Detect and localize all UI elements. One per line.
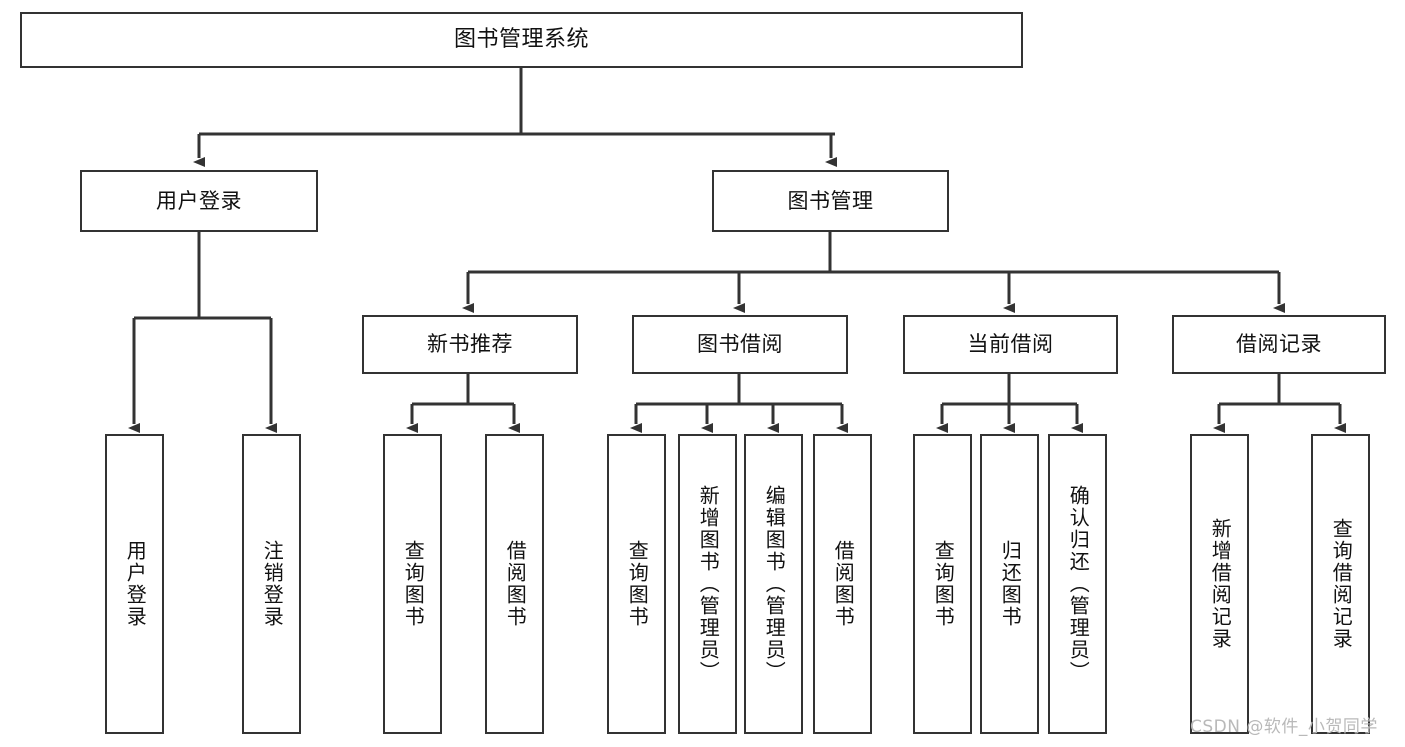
leaf-borrow-book-2-label: 借阅图书 — [831, 540, 856, 628]
leaf-confirm-return-label: 确认归还（管理员） — [1066, 485, 1091, 683]
leaf-borrow-book-1-label: 借阅图书 — [503, 540, 528, 628]
node-borrow-record[interactable]: 借阅记录 — [1172, 315, 1386, 374]
leaf-query-record-label: 查询借阅记录 — [1329, 518, 1354, 650]
leaf-add-record-label: 新增借阅记录 — [1208, 518, 1233, 650]
node-root-label: 图书管理系统 — [453, 27, 589, 53]
leaf-query-book-1-label: 查询图书 — [401, 540, 426, 628]
leaf-add-book-label: 新增图书（管理员） — [696, 485, 721, 683]
node-book-manage[interactable]: 图书管理 — [712, 170, 949, 232]
node-new-book-recommend-label: 新书推荐 — [427, 332, 513, 357]
node-book-borrow[interactable]: 图书借阅 — [632, 315, 848, 374]
leaf-query-book-2[interactable]: 查询图书 — [607, 434, 666, 734]
node-root[interactable]: 图书管理系统 — [20, 12, 1023, 68]
leaf-query-book-3[interactable]: 查询图书 — [913, 434, 972, 734]
node-new-book-recommend[interactable]: 新书推荐 — [362, 315, 578, 374]
leaf-edit-book-label: 编辑图书（管理员） — [762, 485, 787, 683]
node-user-login-label: 用户登录 — [156, 188, 242, 213]
leaf-logout-login[interactable]: 注销登录 — [242, 434, 301, 734]
leaf-query-record[interactable]: 查询借阅记录 — [1311, 434, 1370, 734]
node-book-borrow-label: 图书借阅 — [697, 332, 783, 357]
leaf-logout-login-label: 注销登录 — [260, 540, 285, 628]
leaf-user-login[interactable]: 用户登录 — [105, 434, 164, 734]
leaf-edit-book[interactable]: 编辑图书（管理员） — [744, 434, 803, 734]
leaf-borrow-book-2[interactable]: 借阅图书 — [813, 434, 872, 734]
leaf-return-book[interactable]: 归还图书 — [980, 434, 1039, 734]
node-current-borrow-label: 当前借阅 — [967, 332, 1054, 357]
node-current-borrow[interactable]: 当前借阅 — [903, 315, 1118, 374]
leaf-query-book-2-label: 查询图书 — [625, 540, 650, 628]
leaf-query-book-3-label: 查询图书 — [931, 540, 956, 628]
leaf-confirm-return[interactable]: 确认归还（管理员） — [1048, 434, 1107, 734]
leaf-user-login-label: 用户登录 — [123, 540, 148, 628]
node-borrow-record-label: 借阅记录 — [1236, 332, 1322, 357]
leaf-add-book[interactable]: 新增图书（管理员） — [678, 434, 737, 734]
leaf-add-record[interactable]: 新增借阅记录 — [1190, 434, 1249, 734]
leaf-borrow-book-1[interactable]: 借阅图书 — [485, 434, 544, 734]
node-book-manage-label: 图书管理 — [787, 188, 874, 213]
node-user-login[interactable]: 用户登录 — [80, 170, 318, 232]
leaf-return-book-label: 归还图书 — [998, 540, 1023, 628]
leaf-query-book-1[interactable]: 查询图书 — [383, 434, 442, 734]
